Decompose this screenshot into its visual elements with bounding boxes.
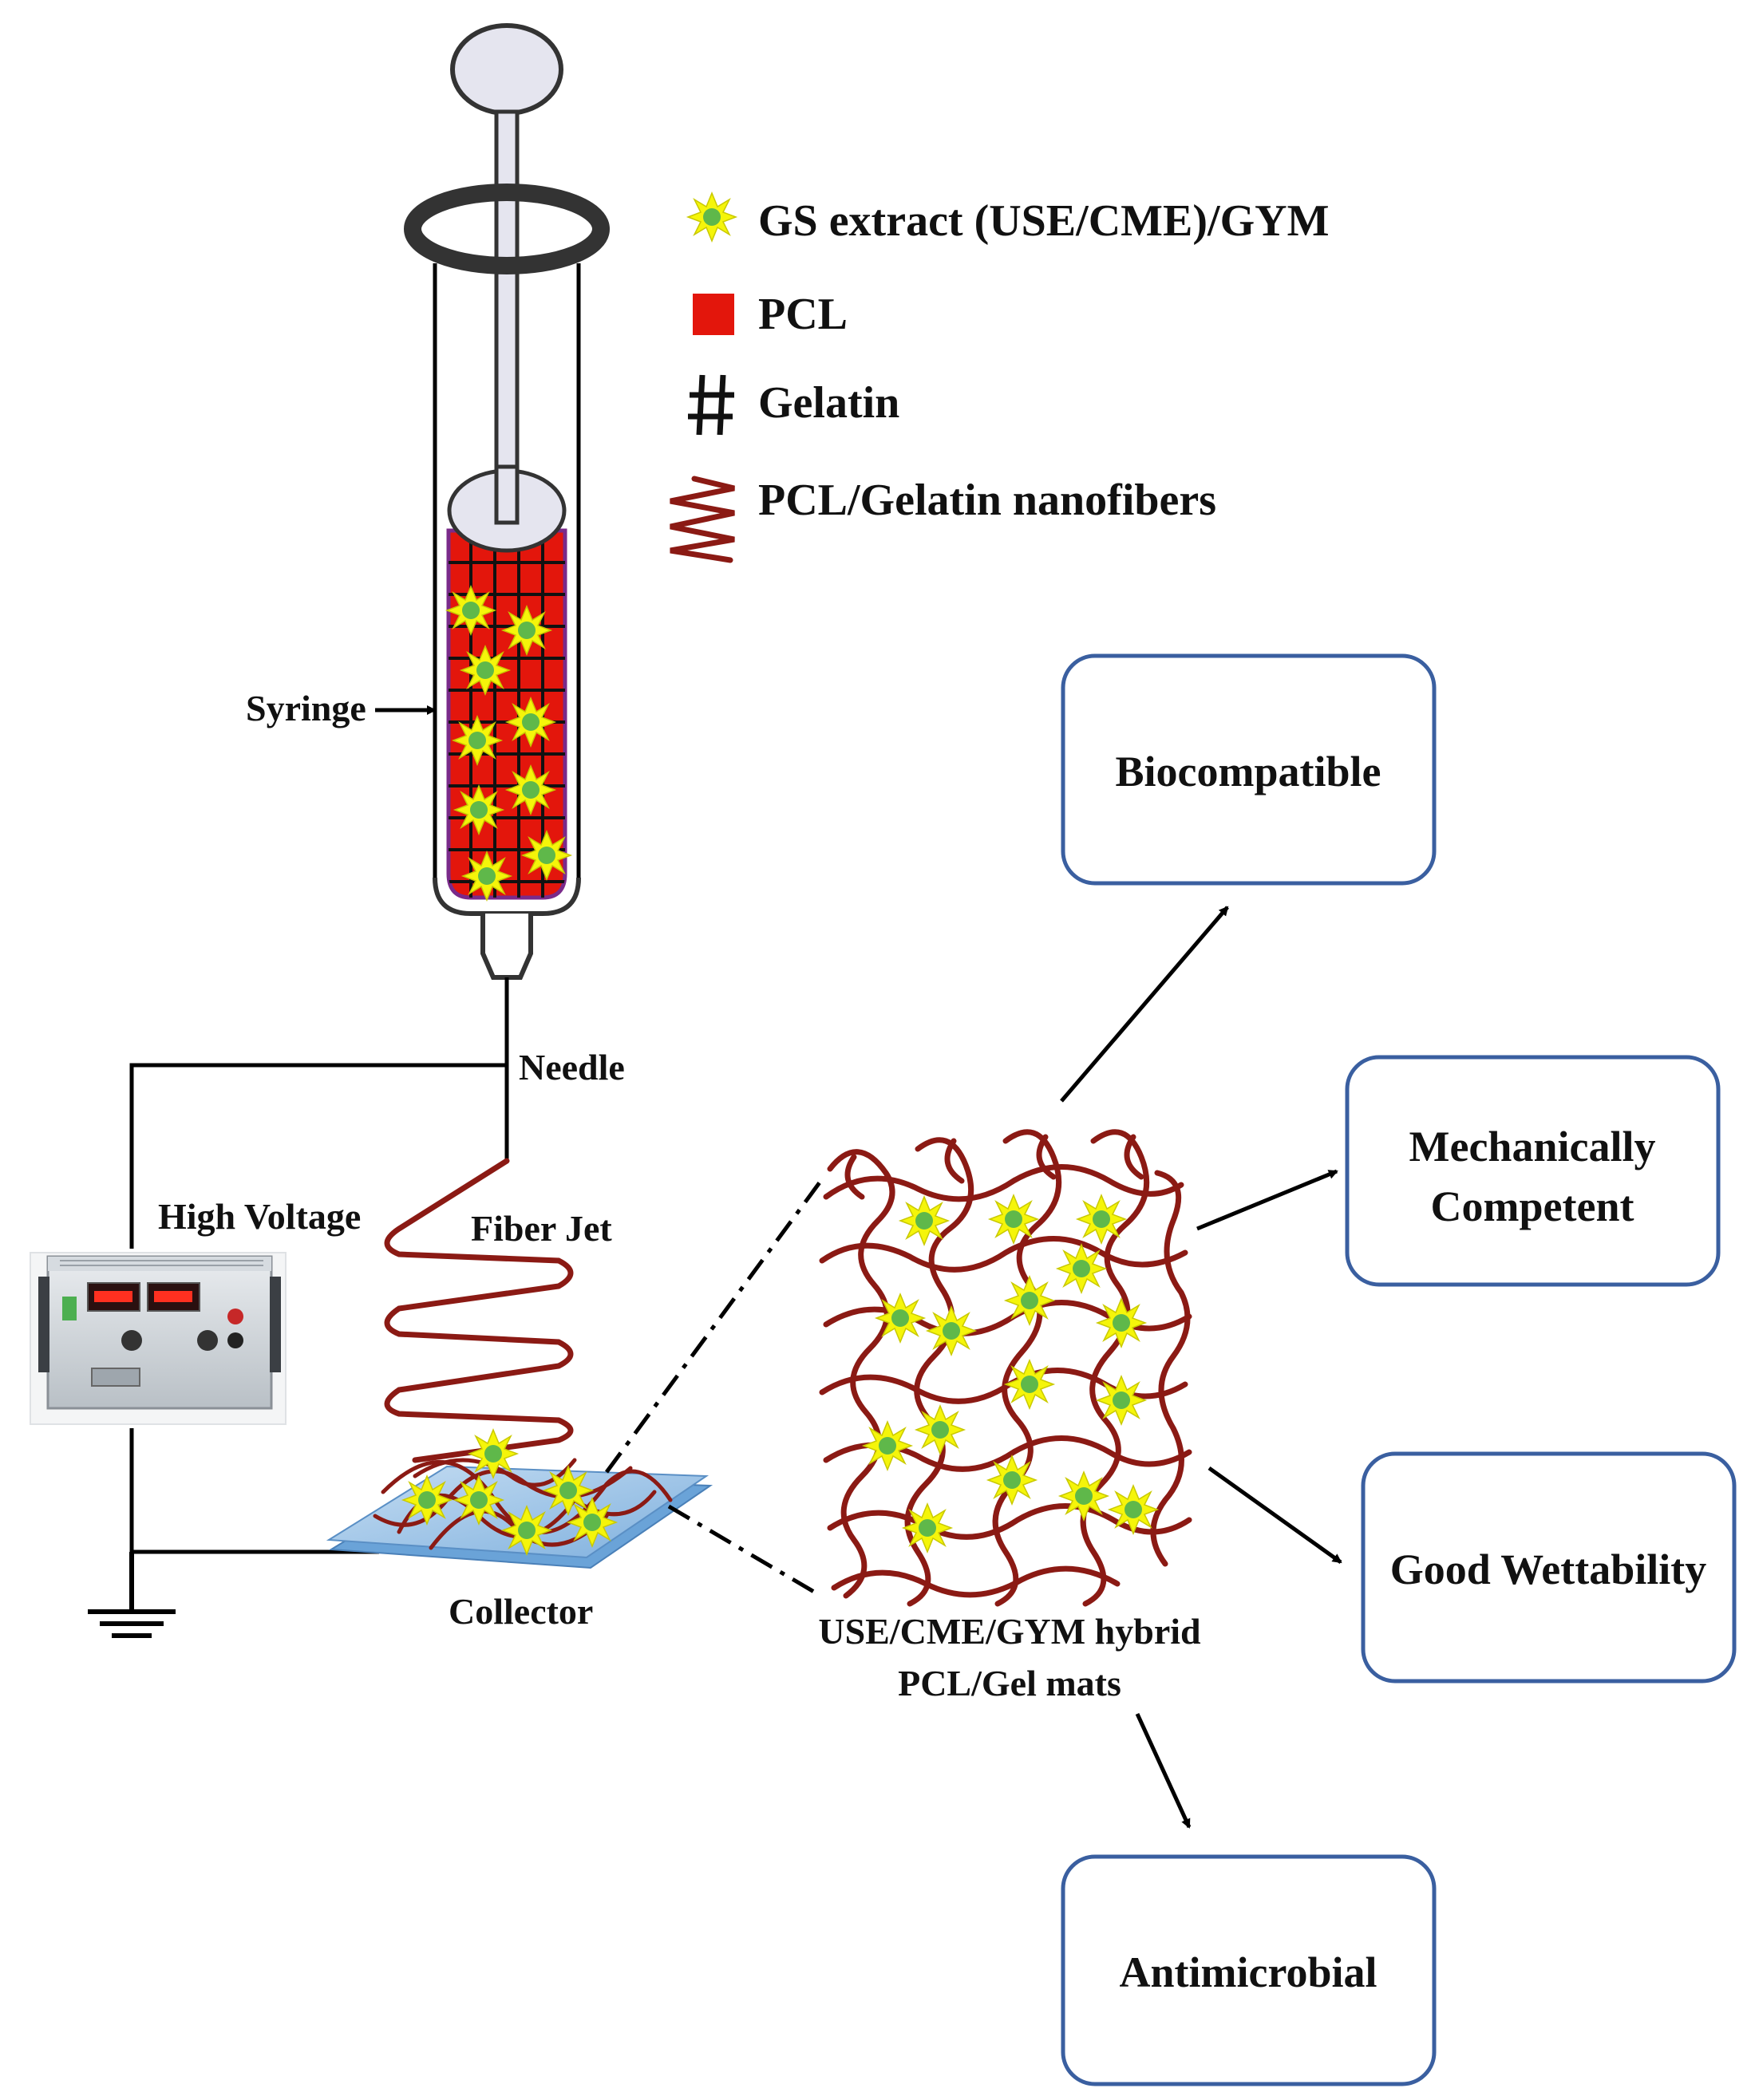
arrow-to-antimicrobial [1135, 1712, 1192, 1829]
box-wettability-text: Good Wettability [1390, 1545, 1707, 1593]
syringe [404, 23, 610, 980]
wavy-fiber-icon [670, 476, 735, 563]
box-mechanically-competent: Mechanically Competent [1345, 1055, 1721, 1287]
mats-label-line2: PCL/Gel mats [898, 1663, 1121, 1703]
high-voltage-label: High Voltage [158, 1196, 361, 1237]
plunger-knob [450, 23, 563, 116]
box-antimicrobial: Antimicrobial [1061, 1854, 1437, 2086]
needle-label: Needle [519, 1047, 625, 1088]
arrow-to-mechanically [1196, 1169, 1338, 1231]
fiber-jet-label: Fiber Jet [471, 1208, 612, 1249]
nanofiber-mat [819, 1129, 1192, 1607]
legend: GS extract (USE/CME)/GYM PCL Gelatin PCL… [670, 192, 1329, 563]
power-supply [30, 1252, 287, 1425]
legend-nanofibers: PCL/Gelatin nanofibers [758, 476, 1216, 525]
syringe-nozzle [480, 914, 533, 980]
box-antimicrobial-text: Antimicrobial [1120, 1948, 1377, 1996]
syringe-label: Syringe [246, 688, 366, 728]
mats-label-line1: USE/CME/GYM hybrid [818, 1611, 1201, 1652]
square-icon [693, 294, 734, 335]
box-good-wettability: Good Wettability [1361, 1451, 1737, 1684]
knob-1 [121, 1330, 142, 1351]
arrow-to-wettability [1208, 1466, 1342, 1565]
legend-gelatin: Gelatin [758, 378, 899, 428]
zoom-line-top [604, 1178, 824, 1474]
finger-flange [404, 184, 610, 274]
box-biocompatible: Biocompatible [1061, 653, 1437, 886]
hash-icon [688, 374, 734, 436]
box-mechanically-text-line1: Mechanically [1409, 1123, 1656, 1170]
box-mechanically-text-line2: Competent [1431, 1182, 1634, 1230]
arrow-to-biocompatible [1060, 906, 1229, 1103]
hv-wire-top [129, 1063, 507, 1249]
ground-icon [88, 1552, 176, 1638]
knob-2 [197, 1330, 218, 1351]
legend-pcl: PCL [758, 290, 848, 339]
collector [326, 1429, 713, 1569]
collector-label: Collector [449, 1591, 593, 1632]
legend-gs-extract: GS extract (USE/CME)/GYM [758, 196, 1329, 246]
fiber-jet [384, 1158, 574, 1463]
star-icon [687, 192, 737, 242]
zoom-line-bottom [667, 1504, 820, 1597]
plunger-rod [494, 109, 520, 529]
box-biocompatible-text: Biocompatible [1116, 748, 1381, 795]
syringe-barrel-solution [446, 528, 571, 901]
